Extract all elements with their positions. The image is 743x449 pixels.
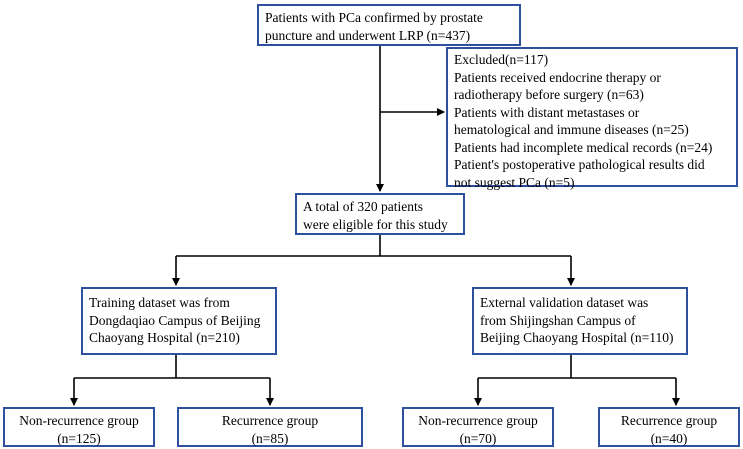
validation-box: External validation dataset was from Shi… <box>472 287 688 355</box>
training-box: Training dataset was from Dongdaqiao Cam… <box>81 287 277 355</box>
train-recurrence-box: Recurrence group (n=85) <box>177 407 363 447</box>
excluded-line-7: Patient's postoperative pathological res… <box>454 157 705 172</box>
eligible-line-2: were eligible for this study <box>303 216 448 232</box>
start-line-1: Patients with PCa confirmed by prostate <box>265 10 483 25</box>
train-nonrecurrence-line-2: (n=125) <box>57 430 101 446</box>
excluded-box: Excluded(n=117) Patients received endocr… <box>446 47 738 190</box>
train-recurrence-line-1: Recurrence group <box>221 413 319 428</box>
eligible-line-1: A total of 320 patients <box>303 199 423 214</box>
excluded-line-5: hematological and immune diseases (n=25) <box>454 122 689 137</box>
valid-nonrecurrence-line-1: Non-recurrence group <box>418 413 538 428</box>
start-box: Patients with PCa confirmed by prostate … <box>257 4 521 46</box>
valid-nonrecurrence-box: Non-recurrence group (n=70) <box>402 407 554 447</box>
excluded-line-3: radiotherapy before surgery (n=63) <box>454 87 644 102</box>
train-recurrence-line-2: (n=85) <box>251 430 289 446</box>
validation-line-1: External validation dataset was <box>480 295 649 310</box>
validation-line-2: from Shijingshan Campus of <box>480 312 636 328</box>
valid-recurrence-line-1: Recurrence group <box>620 413 718 428</box>
training-line-1: Training dataset was from <box>89 295 230 310</box>
start-line-2: puncture and underwent LRP (n=437) <box>265 27 471 43</box>
valid-recurrence-box: Recurrence group (n=40) <box>598 407 740 447</box>
excluded-title: Excluded(n=117) <box>454 52 549 67</box>
training-line-3: Chaoyang Hospital (n=210) <box>89 330 240 345</box>
training-line-2: Dongdaqiao Campus of Beijing <box>89 312 261 328</box>
excluded-line-6: Patients had incomplete medical records … <box>454 139 713 155</box>
train-nonrecurrence-box: Non-recurrence group (n=125) <box>3 407 155 447</box>
validation-line-3: Beijing Chaoyang Hospital (n=110) <box>480 330 674 345</box>
valid-recurrence-line-2: (n=40) <box>650 430 688 446</box>
train-nonrecurrence-line-1: Non-recurrence group <box>19 413 139 428</box>
excluded-line-8: not suggest PCa (n=5) <box>454 174 575 190</box>
valid-nonrecurrence-line-2: (n=70) <box>459 430 497 446</box>
excluded-line-2: Patients received endocrine therapy or <box>454 69 661 85</box>
eligible-box: A total of 320 patients were eligible fo… <box>295 193 465 235</box>
excluded-line-4: Patients with distant metastases or <box>454 104 640 120</box>
